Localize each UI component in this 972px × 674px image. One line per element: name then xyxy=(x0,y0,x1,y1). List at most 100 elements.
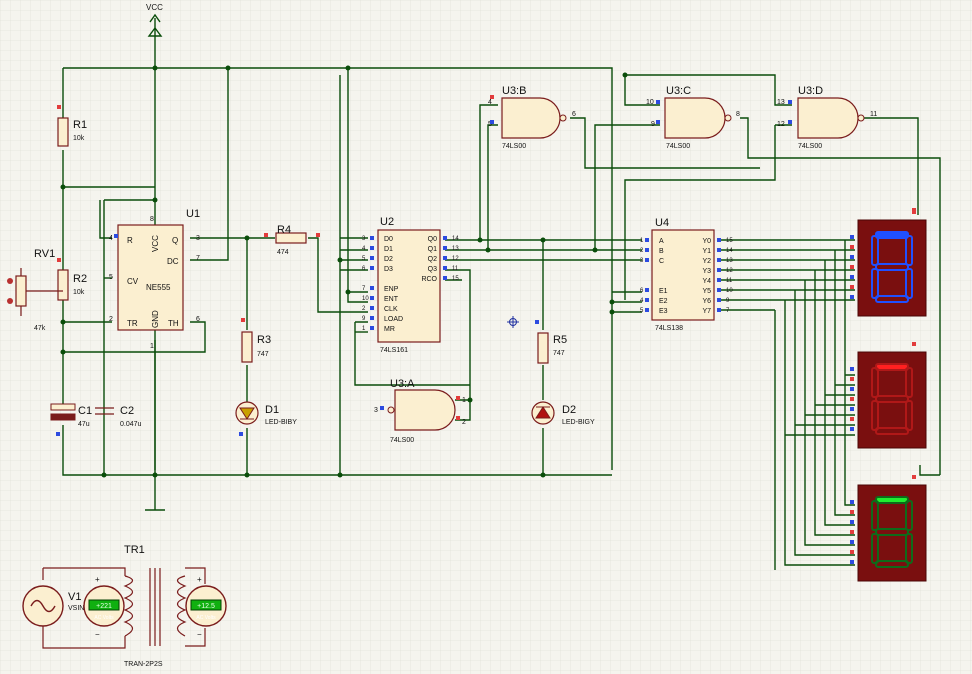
u2-left-name-2: D2 xyxy=(384,256,393,263)
ac-voltmeter-secondary[interactable]: +12.5 AC Volts + − xyxy=(185,575,227,639)
u2-ref: U2 xyxy=(380,216,394,228)
u4-left-num-2: 3 xyxy=(640,258,644,264)
resistor-r1[interactable]: R1 10k xyxy=(57,105,87,147)
resistor-r5[interactable]: R5 747 xyxy=(535,320,567,364)
u1-num-r: 4 xyxy=(109,235,113,242)
u2-left-pin-marker-5 xyxy=(370,296,374,300)
transformer-tr1[interactable]: TR1 TRAN-2P2S xyxy=(123,544,206,668)
u1-num-dc: 7 xyxy=(196,255,200,262)
r3-ref: R3 xyxy=(257,334,271,346)
u3b-ref: U3:B xyxy=(502,85,526,97)
u4-right-pin-marker-1 xyxy=(717,248,721,252)
u2-right-name-4: RCO xyxy=(421,276,437,283)
v1-ref: V1 xyxy=(68,591,81,603)
display-1-segment-0 xyxy=(875,231,909,239)
vcc-terminal[interactable]: VCC xyxy=(146,3,163,37)
u2-left-name-0: D0 xyxy=(384,236,393,243)
u1-ref: U1 xyxy=(186,208,200,220)
nand-u3c[interactable]: U3:C 74LS00 10 9 8 xyxy=(646,85,740,150)
u1-pin-tr: TR xyxy=(127,319,138,328)
u4-right-name-2: Y2 xyxy=(702,258,711,265)
meter1-reading: +221 xyxy=(96,603,112,610)
potentiometer-rv1[interactable]: RV1 47k xyxy=(7,248,63,332)
tr1-part: TRAN-2P2S xyxy=(124,661,163,668)
led-d1[interactable]: D1 LED-BIBY xyxy=(235,401,297,436)
ic-u1-ne555[interactable]: U1 NE555 R Q DC CV TR TH VCC GND 4 3 7 5… xyxy=(109,208,200,350)
u2-left-pin-marker-2 xyxy=(370,256,374,260)
u2-left-name-7: LOAD xyxy=(384,316,403,323)
u2-right-pin-marker-4 xyxy=(443,276,447,280)
capacitor-c1[interactable]: C1 47u xyxy=(50,403,92,436)
display-2-common-pin xyxy=(912,342,916,346)
resistor-r2[interactable]: R2 10k xyxy=(57,258,87,301)
u2-left-num-2: 5 xyxy=(362,256,366,262)
u2-left-num-3: 6 xyxy=(362,266,366,272)
u4-left-num-4: 4 xyxy=(640,298,644,304)
meter2-minus: − xyxy=(197,630,202,639)
display-3-segment-6 xyxy=(875,528,909,536)
display-3-pin-2 xyxy=(850,520,854,524)
u4-left-name-0: A xyxy=(659,238,664,245)
u4-left-pin-marker-1 xyxy=(645,248,649,252)
u4-left-name-4: E2 xyxy=(659,298,668,305)
display-3-pin-3 xyxy=(850,530,854,534)
u1-num-tr: 2 xyxy=(109,316,113,323)
u4-right-num-4: 11 xyxy=(726,278,733,284)
u4-right-pin-marker-4 xyxy=(717,278,721,282)
u3b-pin-in1: 4 xyxy=(488,99,492,106)
u2-right-num-1: 13 xyxy=(452,246,459,252)
c2-value: 0.047u xyxy=(120,421,142,428)
u3c-part: 74LS00 xyxy=(666,143,690,150)
ac-voltmeter-primary[interactable]: +221 AC Volts + − xyxy=(83,575,125,639)
resistor-r3[interactable]: R3 747 xyxy=(241,318,271,363)
u4-right-name-4: Y4 xyxy=(702,278,711,285)
seven-segment-display-3[interactable] xyxy=(850,475,927,582)
u2-left-name-3: D3 xyxy=(384,266,393,273)
seven-segment-display-2[interactable] xyxy=(850,342,927,449)
u1-part: NE555 xyxy=(146,283,171,292)
u3d-pin-in1: 13 xyxy=(777,99,785,106)
u1-num-q: 3 xyxy=(196,235,200,242)
u3c-pin-in1: 10 xyxy=(646,99,654,106)
display-2-segment-5 xyxy=(871,367,879,398)
u2-left-name-8: MR xyxy=(384,326,395,333)
u3d-pin-in2: 12 xyxy=(777,121,785,128)
display-2-pin-2 xyxy=(850,387,854,391)
u2-part: 74LS161 xyxy=(380,347,408,354)
u2-left-pin-marker-7 xyxy=(370,316,374,320)
seven-segment-display-1[interactable] xyxy=(850,210,927,317)
display-2-segment-4 xyxy=(871,400,879,431)
u3b-pin-out: 6 xyxy=(572,111,576,118)
meter1-unit: AC Volts xyxy=(94,615,114,621)
display-2-pin-5 xyxy=(850,417,854,421)
ic-u2-74ls161[interactable]: U2 74LS161 D03D14D25D36ENP7ENT10CLK2LOAD… xyxy=(362,216,459,354)
nand-u3b[interactable]: U3:B 74LS00 4 5 6 xyxy=(488,85,576,150)
ac-source-v1[interactable]: V1 VSINE xyxy=(22,567,126,649)
u4-left-pin-marker-2 xyxy=(645,258,649,262)
u2-right-name-3: Q3 xyxy=(428,266,437,273)
u4-part: 74LS138 xyxy=(655,325,683,332)
resistor-r4[interactable]: R4 474 xyxy=(264,224,320,256)
u4-right-pin-marker-0 xyxy=(717,238,721,242)
display-3-common-pin xyxy=(912,475,916,479)
u3a-ref: U3:A xyxy=(390,378,415,390)
u2-left-num-6: 2 xyxy=(362,306,366,312)
u2-right-num-2: 12 xyxy=(452,256,459,262)
crosshair-cursor-icon xyxy=(507,316,519,328)
nand-u3a[interactable]: U3:A 74LS00 3 1 2 xyxy=(374,378,466,444)
display-2-pin-6 xyxy=(850,427,854,431)
display-3-segment-4 xyxy=(871,533,879,564)
u2-left-num-0: 3 xyxy=(362,236,366,242)
meter1-minus: − xyxy=(95,630,100,639)
meter2-plus: + xyxy=(197,575,202,584)
u2-left-pin-marker-1 xyxy=(370,246,374,250)
u2-left-num-5: 10 xyxy=(362,296,369,302)
led-d2[interactable]: D2 LED-BIGY xyxy=(531,401,595,426)
u4-left-name-2: C xyxy=(659,258,664,265)
d1-part: LED-BIBY xyxy=(265,419,297,426)
display-2-segment-6 xyxy=(875,395,909,403)
u4-right-pin-marker-5 xyxy=(717,288,721,292)
capacitor-c2[interactable]: C2 0.047u xyxy=(95,405,142,428)
